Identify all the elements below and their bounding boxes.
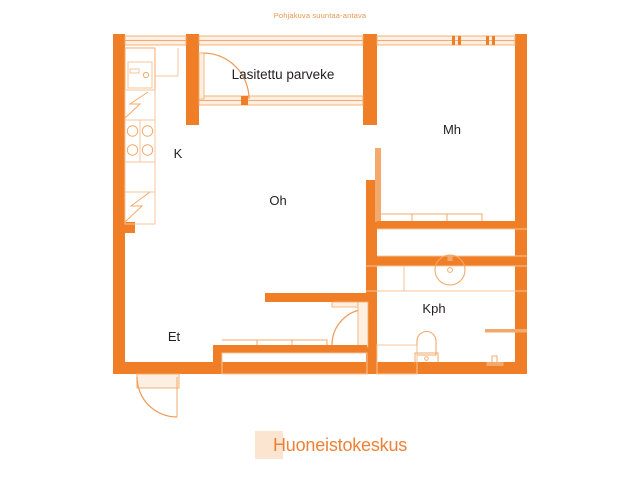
brand-logo: Huoneistokeskus <box>255 430 407 460</box>
room-label-balcony: Lasitettu parveke <box>232 67 335 82</box>
room-label-livingroom: Oh <box>269 193 286 208</box>
entrance-door <box>136 373 180 418</box>
toilet <box>414 330 455 374</box>
balcony-outer-window <box>198 35 364 46</box>
exterior-walls <box>113 34 527 374</box>
room-label-bathroom: Kph <box>422 301 445 316</box>
balcony-structure <box>186 45 377 125</box>
bathroom-fixtures <box>366 254 527 375</box>
balcony-door <box>198 52 250 100</box>
kitchen-window <box>124 35 187 46</box>
floor-fixture <box>486 355 504 366</box>
logo-wordmark: Huoneistokeskus <box>273 435 408 455</box>
kitchen-fixtures <box>124 47 179 225</box>
bedroom-window <box>376 35 516 46</box>
room-label-bedroom: Mh <box>443 122 461 137</box>
bedroom-wardrobes <box>377 213 527 257</box>
room-label-kitchen: K <box>174 146 183 161</box>
disclaimer-text: Pohjakuva suuntaa-antava <box>273 11 367 20</box>
logo-mark-square <box>255 431 283 459</box>
washbasin-round <box>434 254 466 286</box>
window-group-top <box>124 35 516 46</box>
bath-shelf <box>485 329 527 333</box>
bathroom-door <box>331 301 369 348</box>
hall-closet <box>213 339 368 375</box>
room-label-hall: Et <box>168 329 181 344</box>
